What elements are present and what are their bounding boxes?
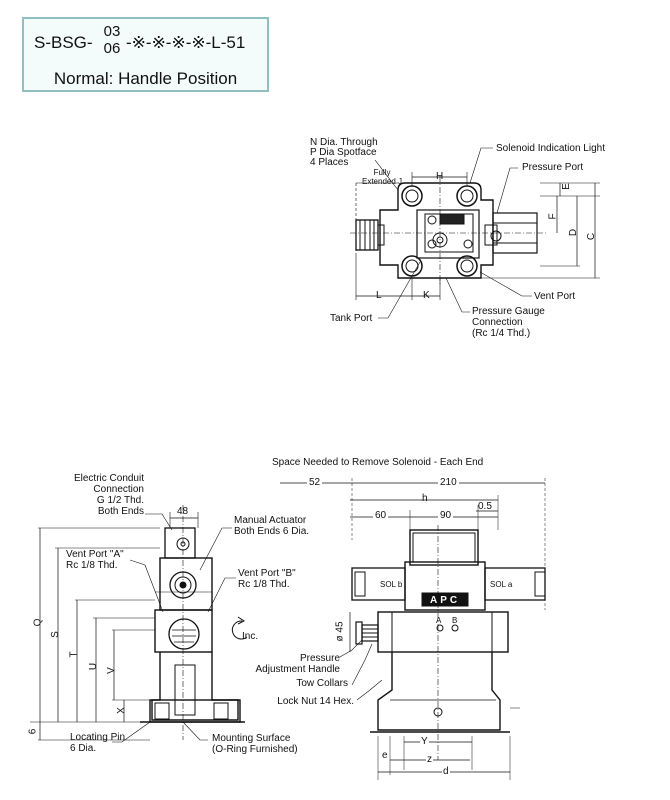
vent-port-b-label-1: Vent Port "B" <box>238 568 296 579</box>
conduit-label-2: Connection <box>93 484 144 495</box>
places-label: 4 Places <box>310 157 349 168</box>
dim-h-top: H <box>436 171 444 182</box>
dim-v: V <box>105 667 117 674</box>
side-view-drawing <box>30 505 248 743</box>
dim-x: X <box>115 707 127 714</box>
manual-actuator-label-1: Manual Actuator <box>234 515 307 526</box>
title-box: S-BSG- 03 06 -※-※-※-※-L-51 Normal: Handl… <box>22 17 269 92</box>
vent-port-label: Vent Port <box>534 291 576 302</box>
dim-e-front: e <box>382 750 388 761</box>
mounting-surface-label-1: Mounting Surface <box>212 733 291 744</box>
vent-port-b-label-2: Rc 1/8 Thd. <box>238 579 290 590</box>
dim-d: D <box>568 228 580 237</box>
n-dia-label: N Dia. Through <box>310 137 378 148</box>
manual-actuator-label-2: Both Ends 6 Dia. <box>234 526 310 537</box>
dim-u: U <box>88 662 100 671</box>
dim-52: 52 <box>307 477 323 488</box>
dim-e: E <box>560 183 572 190</box>
vent-port-a-label-2: Rc 1/8 Thd. <box>66 560 118 571</box>
p-dia-label: P Dia Spotface <box>310 147 377 158</box>
vent-port-a-label-1: Vent Port "A" <box>66 549 124 560</box>
dim-k: K <box>423 290 430 301</box>
dim-z: z <box>426 754 433 765</box>
front-view-drawing <box>280 478 546 780</box>
brand-label: APC <box>430 595 461 606</box>
dim-t: T <box>68 651 80 658</box>
dim-210: 210 <box>438 477 459 488</box>
dim-dia-45: ø 45 <box>334 621 346 642</box>
locating-pin-label-2: 6 Dia. <box>70 743 97 754</box>
dim-c: C <box>586 232 598 241</box>
dim-six: 6 <box>27 728 39 735</box>
space-needed-label: Space Needed to Remove Solenoid - Each E… <box>272 457 484 468</box>
dim-h-front: h <box>422 493 428 504</box>
top-view-drawing <box>350 147 600 319</box>
solenoid-light-label: Solenoid Indication Light <box>496 143 605 154</box>
size-top: 03 <box>103 23 121 40</box>
lock-nut-label: Lock Nut 14 Hex. <box>277 696 354 707</box>
conduit-label-1: Electric Conduit <box>73 473 144 484</box>
model-suffix: -※-※-※-※-L-51 <box>126 33 246 52</box>
dim-y: Y <box>420 736 429 747</box>
fully-extended-label: Fully Extended J <box>362 168 403 186</box>
inc-label: Inc. <box>242 631 259 642</box>
rc-thd-label: (Rc 1/4 Thd.) <box>472 328 531 339</box>
model-prefix: S-BSG- <box>34 33 93 52</box>
dim-d-front: d <box>442 766 450 777</box>
sol-a-label: SOL a <box>490 580 513 589</box>
dim-l: L <box>376 290 382 301</box>
conduit-label-4: Both Ends <box>97 506 144 517</box>
dim-60: 60 <box>373 510 389 521</box>
pressure-port-label: Pressure Port <box>522 162 584 173</box>
tank-port-label: Tank Port <box>330 313 373 324</box>
dim-f: F <box>547 213 559 220</box>
tow-collars-label: Tow Collars <box>296 678 348 689</box>
conduit-label-3: G 1/2 Thd. <box>96 495 144 506</box>
subtitle: Normal: Handle Position <box>53 69 238 88</box>
mounting-surface-label-2: (O-Ring Furnished) <box>212 744 298 755</box>
pressure-handle-label-1: Pressure <box>299 653 340 664</box>
dim-90: 90 <box>438 510 454 521</box>
dim-s: S <box>49 631 61 638</box>
dim-48: 48 <box>177 506 189 517</box>
sol-b-label: SOL b <box>380 580 403 589</box>
dim-0-5: 0.5 <box>478 501 492 512</box>
size-bottom: 06 <box>103 40 121 57</box>
port-b-mark: B <box>452 616 458 625</box>
port-a-mark: A <box>436 616 442 625</box>
pressure-handle-label-2: Adjustment Handle <box>255 664 341 675</box>
size-fraction: 03 06 <box>100 23 124 57</box>
locating-pin-label-1: Locating Pin <box>70 732 126 743</box>
dim-q: Q <box>32 618 44 627</box>
connection-label: Connection <box>472 317 523 328</box>
pressure-gauge-label: Pressure Gauge <box>472 306 545 317</box>
